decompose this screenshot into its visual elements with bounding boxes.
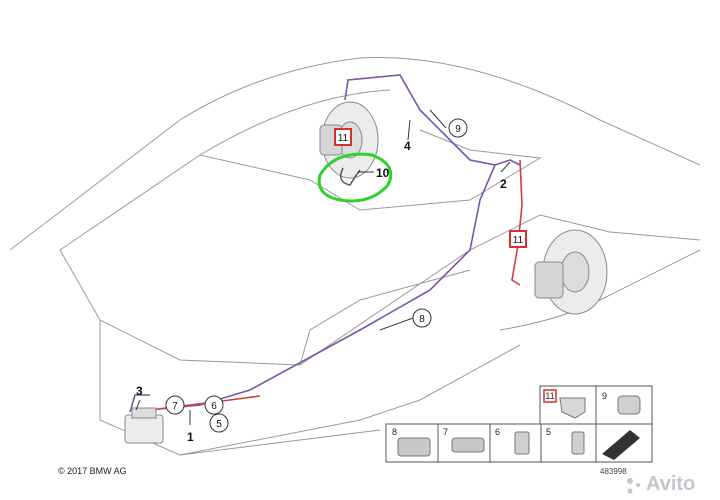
svg-text:11: 11 bbox=[338, 133, 349, 144]
svg-text:9: 9 bbox=[455, 124, 461, 135]
callout-10: 10 bbox=[376, 166, 390, 180]
svg-text:7: 7 bbox=[443, 427, 448, 437]
leader-lines bbox=[135, 109, 511, 425]
legend-item-9: 9 bbox=[602, 391, 641, 415]
avito-watermark: Avito bbox=[627, 473, 695, 495]
legend-item-11: 11 bbox=[543, 389, 586, 419]
callout-1: 1 bbox=[187, 430, 194, 444]
svg-text:5: 5 bbox=[546, 427, 551, 437]
callout-2: 2 bbox=[500, 177, 507, 191]
legend-item-5: 5 bbox=[546, 427, 585, 455]
svg-text:8: 8 bbox=[392, 427, 397, 437]
callout-7: 7 bbox=[165, 395, 185, 415]
svg-text:8: 8 bbox=[419, 314, 425, 325]
svg-text:7: 7 bbox=[172, 401, 178, 412]
svg-text:11: 11 bbox=[513, 235, 524, 246]
abs-unit bbox=[124, 407, 164, 444]
svg-text:5: 5 bbox=[216, 419, 222, 430]
callout-3: 3 bbox=[136, 384, 143, 398]
legend-arrow-icon bbox=[602, 430, 640, 460]
callout-6: 6 bbox=[204, 395, 224, 415]
svg-text:6: 6 bbox=[495, 427, 500, 437]
callout-11b: 11 bbox=[509, 230, 527, 248]
hose-part-10 bbox=[339, 167, 361, 186]
legend-item-6: 6 bbox=[495, 427, 530, 455]
callout-11a: 11 bbox=[334, 128, 352, 146]
svg-text:11: 11 bbox=[545, 391, 554, 401]
svg-text:6: 6 bbox=[211, 401, 217, 412]
svg-text:9: 9 bbox=[602, 391, 607, 401]
copyright-text: © 2017 BMW AG bbox=[58, 466, 127, 476]
legend-item-8: 8 bbox=[392, 427, 431, 457]
legend-item-7: 7 bbox=[443, 427, 485, 453]
highlight-green-loop bbox=[317, 152, 393, 203]
callout-9: 9 bbox=[448, 118, 468, 138]
callout-5: 5 bbox=[209, 413, 229, 433]
front-brake-disc bbox=[534, 229, 608, 315]
svg-text:Avito: Avito bbox=[646, 473, 695, 495]
callout-4: 4 bbox=[404, 139, 411, 153]
callout-8: 8 bbox=[412, 308, 432, 328]
diagram-id: 483998 bbox=[600, 467, 627, 476]
